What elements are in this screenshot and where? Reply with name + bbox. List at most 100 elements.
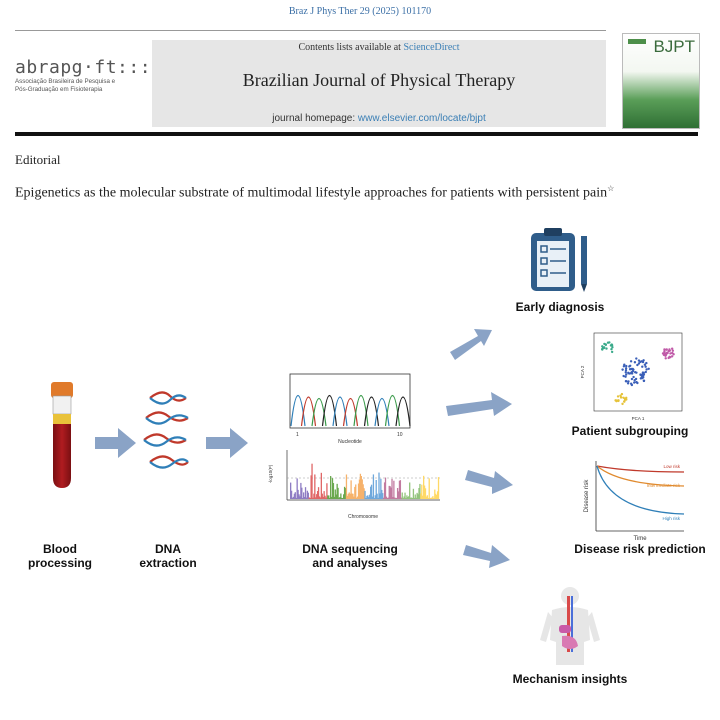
manhattan-bar	[354, 486, 356, 499]
manhattan-bar	[376, 493, 378, 499]
chromatogram-peak	[321, 394, 338, 427]
manhattan-bar	[298, 494, 300, 499]
pca-point	[602, 346, 606, 350]
dna-icon	[143, 391, 189, 469]
sciencedirect-link[interactable]: ScienceDirect	[403, 42, 460, 53]
manhattan-bar	[294, 492, 296, 499]
manhattan-bar	[434, 489, 436, 499]
pca-point	[672, 353, 675, 356]
manhattan-bar	[335, 494, 337, 499]
manhattan-bar	[330, 496, 333, 499]
manhattan-bar	[437, 477, 440, 499]
manhattan-bar	[412, 488, 415, 499]
pca-point	[669, 352, 672, 355]
cover-title: BJPT	[653, 37, 695, 56]
pca-xlabel: PCA 1	[632, 416, 645, 421]
pca-point	[620, 392, 624, 396]
manhattan-bar	[310, 475, 312, 499]
manhattan-bar	[325, 497, 327, 499]
manhattan-bar	[317, 487, 320, 499]
manhattan-bar	[406, 495, 408, 499]
pca-point	[625, 396, 628, 400]
pca-point	[645, 368, 648, 371]
manhattan-bar	[393, 480, 395, 499]
manhattan-bar	[415, 497, 417, 499]
manhattan-bar	[323, 491, 325, 499]
pca-point	[627, 372, 631, 375]
manhattan-bar	[315, 497, 317, 499]
manhattan-bar	[309, 497, 311, 499]
manhattan-bar	[361, 479, 363, 499]
manhattan-bar	[422, 495, 424, 499]
pca-point	[628, 364, 632, 367]
manhattan-plot: -log10(P) Chromosome	[268, 450, 440, 520]
pca-point	[622, 365, 626, 368]
manhattan-bar	[396, 497, 398, 499]
manhattan-bar	[359, 473, 362, 499]
pca-ylabel: PCA 2	[580, 365, 585, 378]
manhattan-bar	[356, 497, 358, 499]
manhattan-bar	[378, 472, 380, 499]
manhattan-bar	[383, 482, 386, 499]
pca-point	[630, 367, 633, 371]
chromatogram-peak	[311, 398, 327, 427]
pca-point	[610, 347, 613, 351]
manhattan-bar	[391, 478, 393, 499]
manhattan-bar	[428, 478, 430, 499]
high-risk-curve	[596, 465, 685, 515]
manhattan-bar	[426, 495, 429, 499]
homepage-link[interactable]: www.elsevier.com/locate/bjpt	[357, 113, 486, 124]
pca-point	[642, 359, 645, 362]
intermediate-risk-label: Intermediate risk	[647, 483, 681, 488]
manhattan-xlabel: Chromosome	[348, 514, 378, 520]
manhattan-bar	[316, 491, 319, 499]
manhattan-bar	[358, 479, 361, 499]
manhattan-bar	[422, 475, 425, 499]
risk-curve-plot: Low risk Intermediate risk High risk Tim…	[584, 461, 685, 542]
manhattan-bar	[302, 497, 304, 499]
risk-xlabel: Time	[633, 536, 647, 542]
manhattan-bar	[366, 495, 368, 499]
pca-point	[636, 363, 639, 367]
pca-point	[670, 347, 674, 350]
journal-banner: Contents lists available at ScienceDirec…	[152, 40, 606, 127]
manhattan-bar	[328, 495, 330, 499]
clipboard-icon	[531, 228, 587, 292]
manhattan-bar	[348, 492, 350, 499]
manhattan-bar	[421, 484, 423, 499]
manhattan-bar	[311, 463, 313, 499]
pca-point	[621, 402, 624, 406]
label-early-diagnosis: Early diagnosis	[515, 300, 605, 314]
manhattan-bar	[312, 497, 314, 499]
manhattan-bar	[410, 497, 413, 499]
manhattan-bar	[365, 497, 367, 499]
manhattan-bar	[390, 487, 392, 499]
manhattan-bar	[356, 496, 359, 499]
logo-wordmark: abrapg·ft:::	[15, 57, 152, 78]
manhattan-bar	[337, 487, 339, 499]
manhattan-bar	[340, 493, 342, 499]
manhattan-bar	[331, 478, 334, 499]
pca-point	[633, 361, 637, 364]
chromatogram-peak	[363, 396, 380, 427]
logo-subtitle-1: Associação Brasileira de Pesquisa e	[15, 78, 116, 85]
manhattan-bar	[373, 497, 375, 499]
pca-point	[667, 356, 670, 360]
pca-point	[635, 371, 638, 374]
pca-point	[665, 348, 668, 351]
pca-point	[639, 373, 642, 376]
manhattan-bar	[418, 487, 420, 499]
chromatogram-xlabel: Nucleotide	[338, 439, 362, 445]
journal-cover: BJPT	[622, 33, 700, 129]
pca-point	[630, 371, 633, 374]
chromatogram-peak	[384, 394, 401, 427]
manhattan-bar	[408, 496, 410, 499]
manhattan-bar	[380, 478, 382, 499]
low-risk-curve	[596, 465, 685, 473]
manhattan-bar	[319, 497, 322, 499]
pca-point	[622, 374, 625, 378]
manhattan-bar	[343, 494, 345, 499]
manhattan-bar	[409, 482, 411, 499]
